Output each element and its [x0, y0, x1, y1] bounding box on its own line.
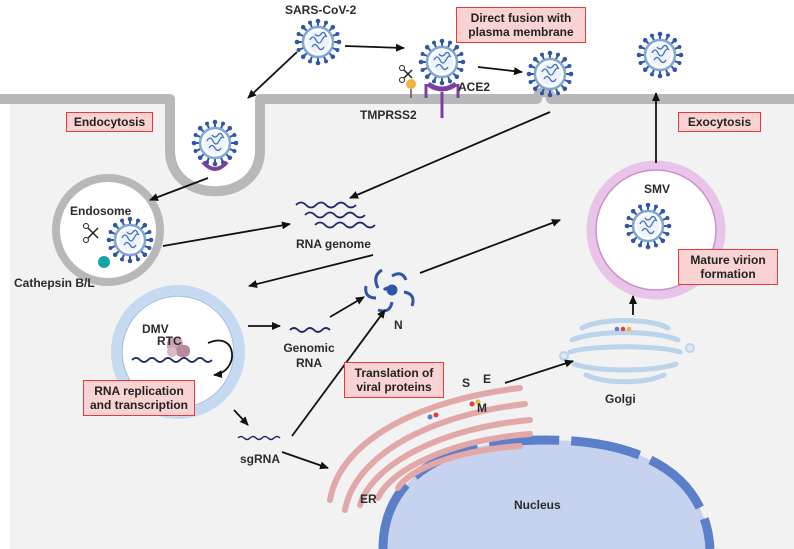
s-protein-label: S	[462, 376, 471, 390]
golgi-apparatus	[559, 318, 695, 385]
cathepsin-label: Cathepsin B/L	[14, 276, 95, 290]
translation-line2: viral proteins	[356, 380, 432, 394]
endoplasmic-reticulum	[327, 385, 533, 513]
cathepsin-scissors-icon	[87, 227, 99, 239]
rna-replication-box: RNA replication and transcription	[83, 380, 195, 416]
direct-fusion-line2: plasma membrane	[468, 25, 574, 39]
direct-fusion-line1: Direct fusion with	[470, 11, 572, 25]
genomic-rna-label-line2: RNA	[296, 356, 322, 370]
fusion-pore-virion	[525, 49, 575, 99]
translation-box: Translation of viral proteins	[344, 362, 444, 398]
dmv-label: DMV	[142, 322, 169, 336]
endosome	[52, 174, 164, 286]
endosome-label: Endosome	[70, 204, 132, 218]
mature-virion-box: Mature virion formation	[678, 249, 778, 285]
er-label: ER	[360, 492, 377, 506]
exocytosis-box: Exocytosis	[678, 112, 761, 132]
n-protein-cluster	[364, 268, 415, 313]
mature-virion-line1: Mature virion	[690, 253, 766, 267]
golgi-label: Golgi	[605, 392, 636, 406]
nucleus	[378, 435, 715, 549]
nucleus-label: Nucleus	[514, 498, 561, 512]
rna-replication-line2: and transcription	[89, 398, 188, 412]
fusing-virion	[417, 37, 467, 118]
tmprss2-label: TMPRSS2	[360, 108, 417, 122]
sgrna-label: sgRNA	[240, 452, 281, 466]
genomic-rna-label: Genomic RNA	[281, 341, 337, 371]
tmprss2-scissors-icon	[399, 65, 416, 98]
endocytosis-box: Endocytosis	[66, 112, 153, 132]
m-protein-label: M	[477, 401, 487, 415]
smv-label: SMV	[644, 182, 671, 196]
sgrna-strand	[237, 435, 281, 441]
n-protein-label: N	[394, 318, 403, 332]
genomic-rna-label-line1: Genomic	[283, 341, 335, 355]
sars-cov-2-label: SARS-CoV-2	[285, 3, 357, 17]
mature-virion-line2: formation	[700, 267, 756, 281]
direct-fusion-box: Direct fusion with plasma membrane	[456, 7, 586, 43]
rna-genome-label: RNA genome	[296, 237, 371, 251]
rtc-complex-icon	[167, 338, 190, 357]
sars-cov-2-virion	[293, 17, 343, 67]
rtc-label: RTC	[157, 334, 182, 348]
e-protein-label: E	[483, 372, 492, 386]
translation-line1: Translation of	[354, 366, 434, 380]
genomic-rna-strand	[289, 327, 331, 333]
ace2-label: ACE2	[458, 80, 491, 94]
exocytosed-virion	[635, 30, 685, 80]
endocytosis-virion	[190, 118, 240, 171]
flow-arrows	[149, 43, 660, 470]
rna-replication-line1: RNA replication	[94, 384, 184, 398]
plasma-membrane	[0, 87, 794, 197]
